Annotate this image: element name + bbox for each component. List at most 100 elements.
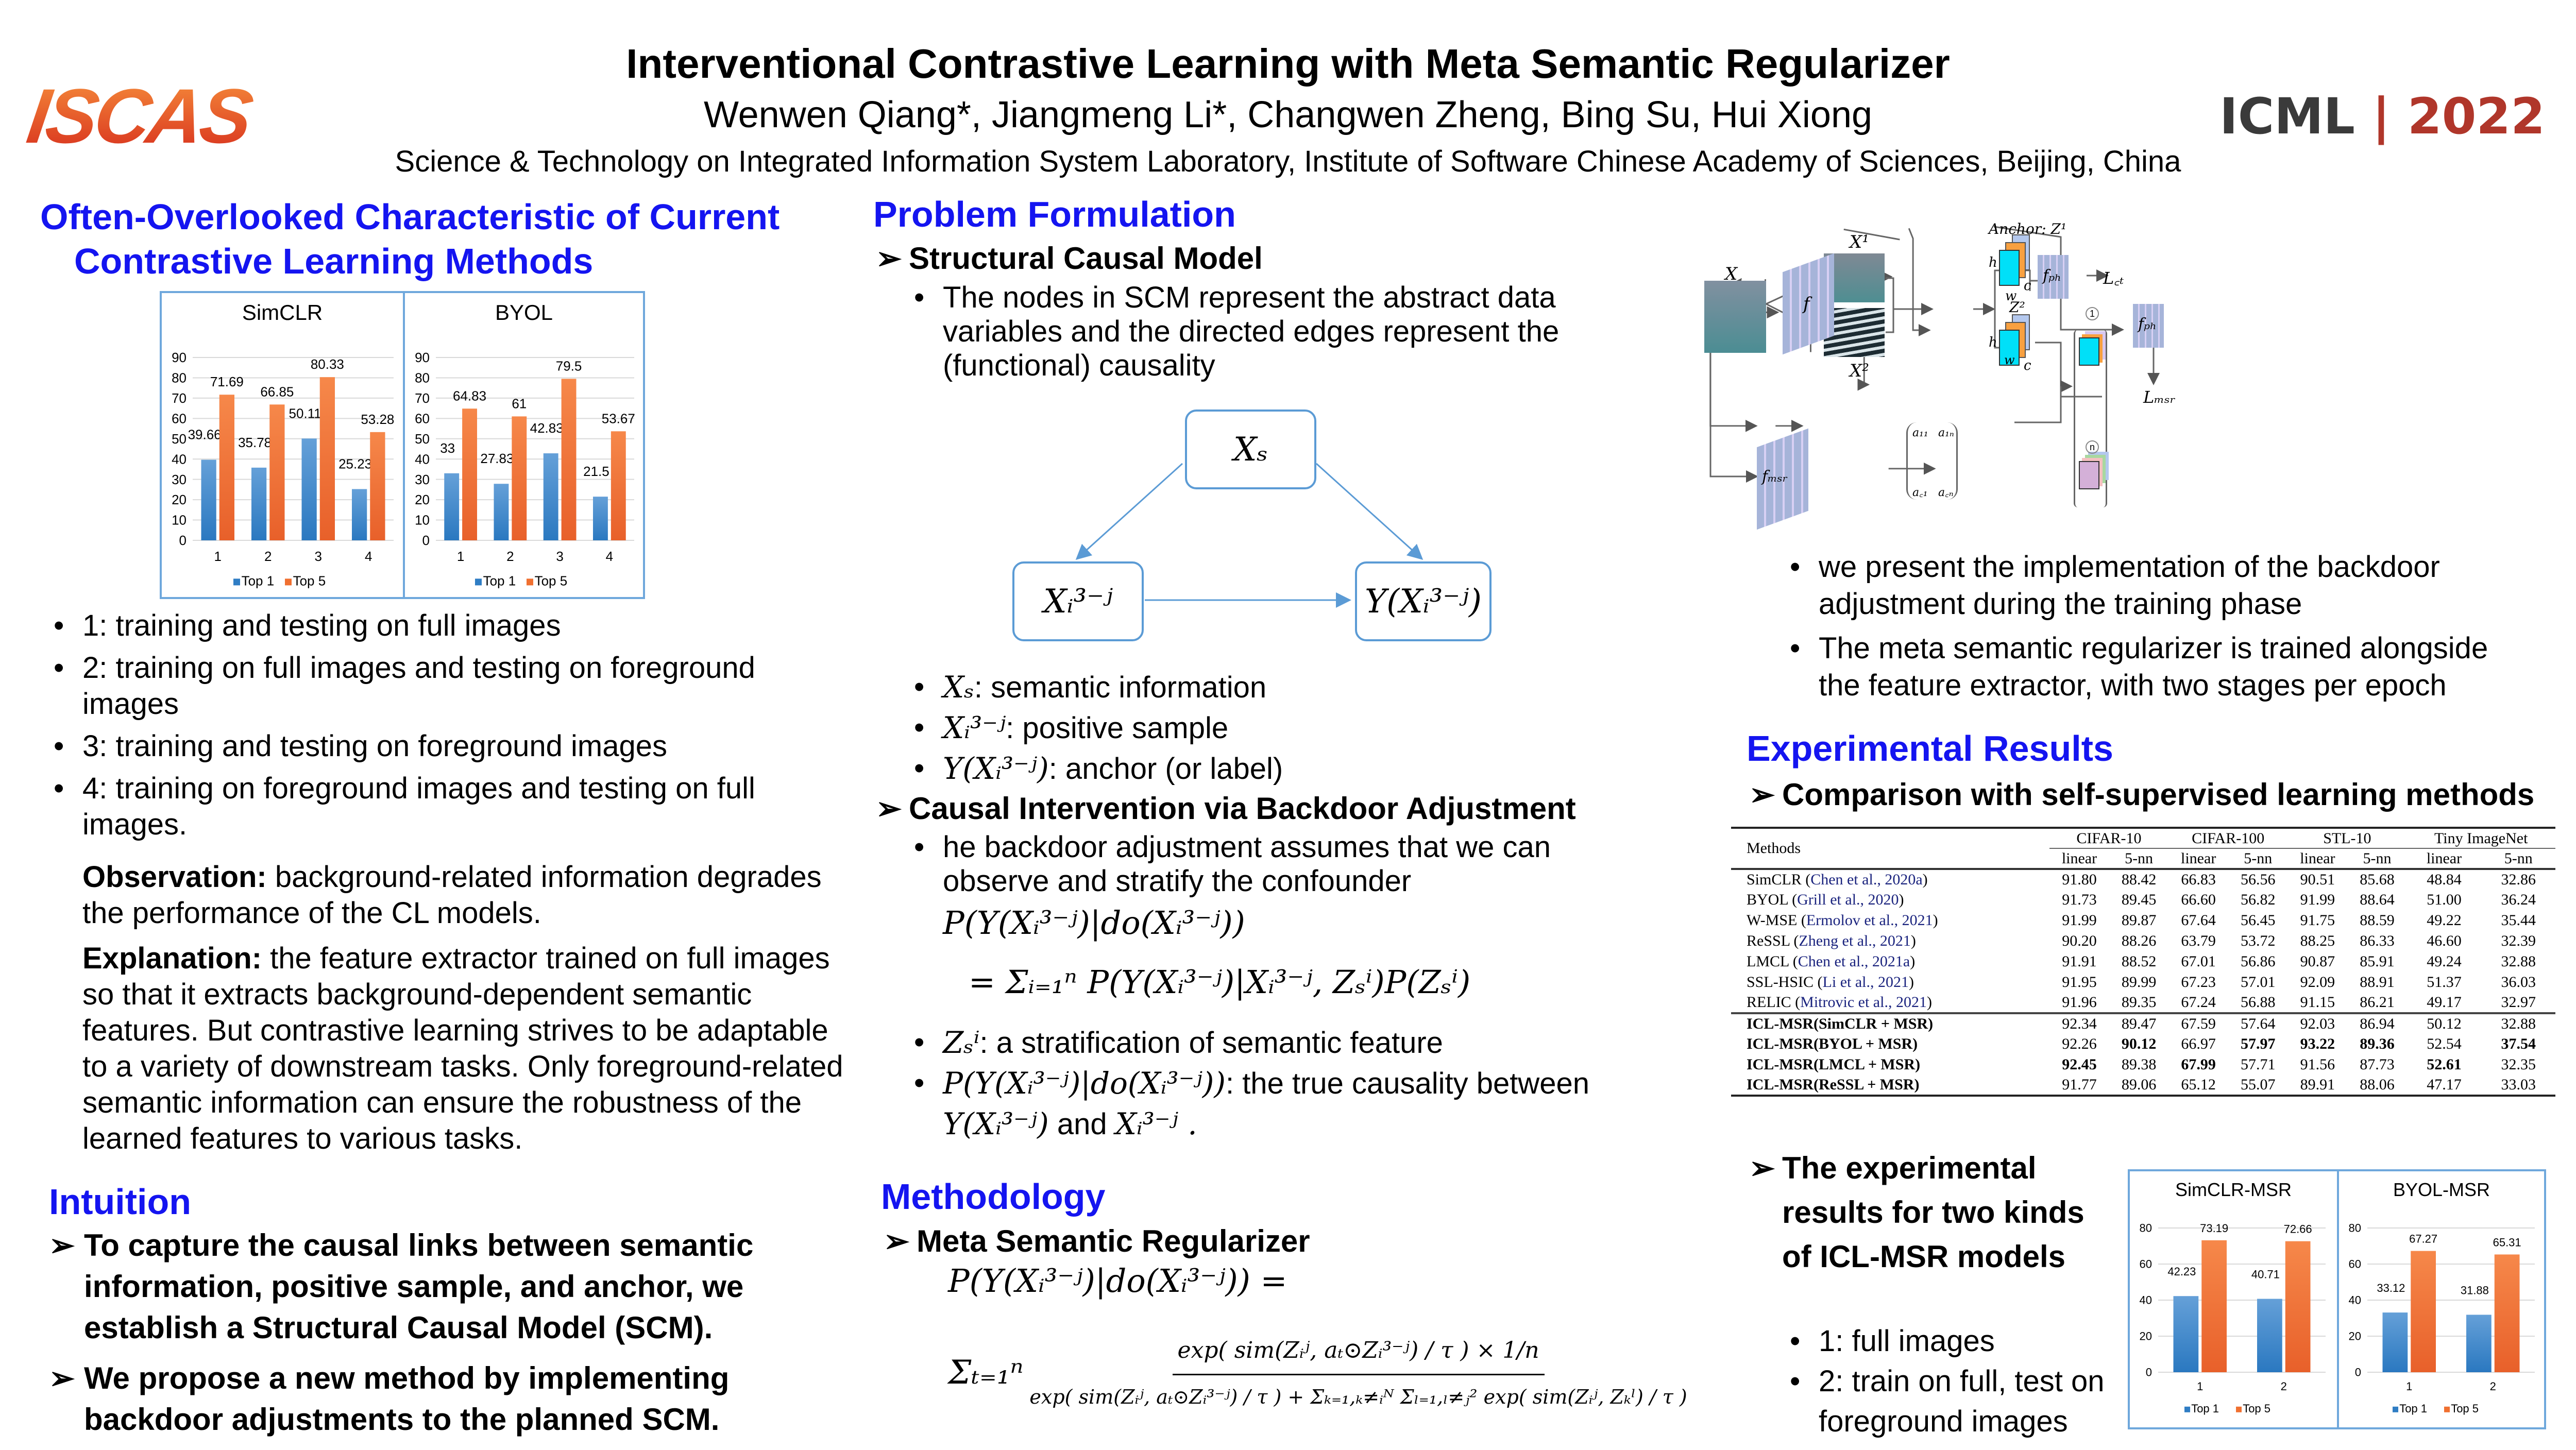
table-cell: 55.07 xyxy=(2241,1076,2276,1093)
list-item: Zₛⁱ: a stratification of semantic featur… xyxy=(907,1022,1649,1063)
weighted-map-1 xyxy=(2079,337,2099,366)
edge-xs-y xyxy=(1315,463,1423,560)
citation-link[interactable]: Chen et al., 2021a xyxy=(1798,953,1910,970)
y-tick-label: 40 xyxy=(2349,1294,2361,1307)
data-label: 72.66 xyxy=(2284,1223,2312,1236)
matrix-a11: a₁₁ xyxy=(1912,427,1928,439)
matrix-ac1: a꜀₁ xyxy=(1912,486,1928,499)
table-cell: 37.54 xyxy=(2501,1035,2536,1052)
legend-swatch xyxy=(2236,1406,2242,1412)
legend-swatch xyxy=(527,578,533,586)
backdoor-formula-rhs: = Σᵢ₌₁ⁿ P(Y(Xᵢ³⁻ʲ)|Xᵢ³⁻ʲ, Zₛⁱ)P(Zₛⁱ) xyxy=(969,963,1471,1001)
table-cell: 89.99 xyxy=(2121,974,2157,991)
dataset-header: CIFAR-10 xyxy=(2049,828,2169,849)
definition: : the true causality between xyxy=(1225,1067,1590,1100)
definition: : anchor (or label) xyxy=(1048,752,1283,786)
data-label: 64.83 xyxy=(453,388,486,403)
results-table: Methods CIFAR-10 CIFAR-100 STL-10 Tiny I… xyxy=(1731,827,2555,1097)
citation-link[interactable]: Zheng et al., 2021 xyxy=(1799,932,1911,949)
sum-symbol: Σₜ₌₁ⁿ xyxy=(948,1354,1024,1392)
observation: Observation: background-related informat… xyxy=(82,859,855,931)
citation-link[interactable]: Mitrovic et al., 2021 xyxy=(1800,994,1927,1011)
table-cell: 89.36 xyxy=(2360,1035,2395,1052)
matrix-a1n: a₁ₙ xyxy=(1938,427,1954,439)
msr-title-text: Meta Semantic Regularizer xyxy=(917,1224,1310,1258)
label-lct: L꜀ₜ xyxy=(2103,268,2124,288)
label-c: c xyxy=(2024,278,2031,294)
y-tick-label: 60 xyxy=(415,411,430,426)
table-cell: 88.26 xyxy=(2121,932,2157,949)
arrow-bullet-icon: ➢ xyxy=(1749,777,1775,812)
bar-top1 xyxy=(2257,1299,2282,1372)
y-tick-label: 0 xyxy=(179,533,187,548)
ci-bullets: he backdoor adjustment assumes that we c… xyxy=(907,830,1628,898)
table-cell: 67.59 xyxy=(2181,1015,2216,1032)
table-cell: 67.99 xyxy=(2181,1056,2216,1073)
bar-top5 xyxy=(611,431,626,540)
bar-top5 xyxy=(512,416,527,540)
input-image-x xyxy=(1704,281,1766,353)
table-cell: 91.73 xyxy=(2062,891,2097,908)
list-item: Y(Xᵢ³⁻ʲ): anchor (or label) xyxy=(907,748,1628,789)
table-cell: 67.23 xyxy=(2181,974,2216,991)
conference-badge: ICML | 2022 xyxy=(2219,88,2545,145)
arrow-bullet-icon: ➢ xyxy=(49,1361,75,1395)
list-item: we present the implementation of the bac… xyxy=(1783,549,2530,623)
method-name: ICL-MSR(SimCLR + MSR) xyxy=(1747,1015,1934,1032)
table-cell: 86.21 xyxy=(2360,994,2395,1011)
y-tick-label: 50 xyxy=(172,431,187,447)
table-cell: 88.25 xyxy=(2300,932,2335,949)
bar-top1 xyxy=(2466,1315,2492,1372)
table-cell: 91.99 xyxy=(2062,912,2097,929)
data-label: 39.66 xyxy=(188,427,222,442)
table-cell: 91.77 xyxy=(2062,1076,2097,1093)
legend-swatch xyxy=(2393,1406,2398,1412)
table-cell: 90.12 xyxy=(2121,1035,2157,1052)
ci-definitions: Zₛⁱ: a stratification of semantic featur… xyxy=(907,1022,1649,1145)
bar-top1 xyxy=(543,453,558,540)
bar-top1 xyxy=(444,473,460,540)
bar-top5 xyxy=(2285,1241,2311,1372)
table-cell: 56.56 xyxy=(2241,871,2276,888)
explanation: Explanation: the feature extractor train… xyxy=(82,941,855,1157)
citation-link[interactable]: Chen et al., 2020a xyxy=(1810,871,1923,888)
feature-map-z1 xyxy=(1999,330,2020,366)
bar-top1 xyxy=(2173,1296,2199,1372)
method-name: ICL-MSR(ReSSL + MSR) xyxy=(1747,1076,1920,1093)
legend-label: Top 1 xyxy=(2399,1402,2427,1415)
table-cell: 36.03 xyxy=(2501,974,2536,991)
list-item: 1: training and testing on full images xyxy=(46,608,850,644)
bar-top5 xyxy=(370,432,385,540)
bar-top5 xyxy=(2201,1240,2227,1372)
projection-head-fph-2 xyxy=(2133,304,2164,348)
citation-link[interactable]: Ermolov et al., 2021 xyxy=(1806,912,1933,929)
citation-link[interactable]: Grill et al., 2020 xyxy=(1797,891,1899,908)
data-label: 27.83 xyxy=(480,451,514,466)
arrow-bullet-icon: ➢ xyxy=(884,1224,910,1258)
data-label: 79.5 xyxy=(556,358,582,373)
x-tick-label: 3 xyxy=(556,549,563,564)
numerator: exp( sim(Zᵢʲ, aₜ⊙Zᵢ³⁻ʲ) / τ ) × 1/n xyxy=(1172,1337,1545,1375)
comparison-title-text: Comparison with self-supervised learning… xyxy=(1782,777,2535,812)
y-tick-label: 80 xyxy=(2140,1222,2152,1235)
data-label: 25.23 xyxy=(338,456,372,471)
citation-link[interactable]: Li et al., 2021 xyxy=(1822,974,1909,991)
section-heading-results: Experimental Results xyxy=(1747,728,2113,769)
table-cell: 49.17 xyxy=(2427,994,2462,1011)
separator: | xyxy=(2372,88,2391,145)
arrow-bullet-icon: ➢ xyxy=(876,791,902,826)
method: BYOL xyxy=(1747,891,1788,908)
table-cell: 85.91 xyxy=(2360,953,2395,970)
y-tick-label: 40 xyxy=(172,451,187,467)
data-label: 65.31 xyxy=(2493,1236,2521,1249)
bar-top5 xyxy=(462,408,477,540)
label-anchor: Anchor: Z¹ xyxy=(1989,220,2067,237)
chart-divider xyxy=(2337,1171,2339,1427)
y-tick-label: 10 xyxy=(172,513,187,528)
bar-top1 xyxy=(494,484,509,540)
authors: Wenwen Qiang*, Jiangmeng Li*, Changwen Z… xyxy=(703,94,1873,135)
